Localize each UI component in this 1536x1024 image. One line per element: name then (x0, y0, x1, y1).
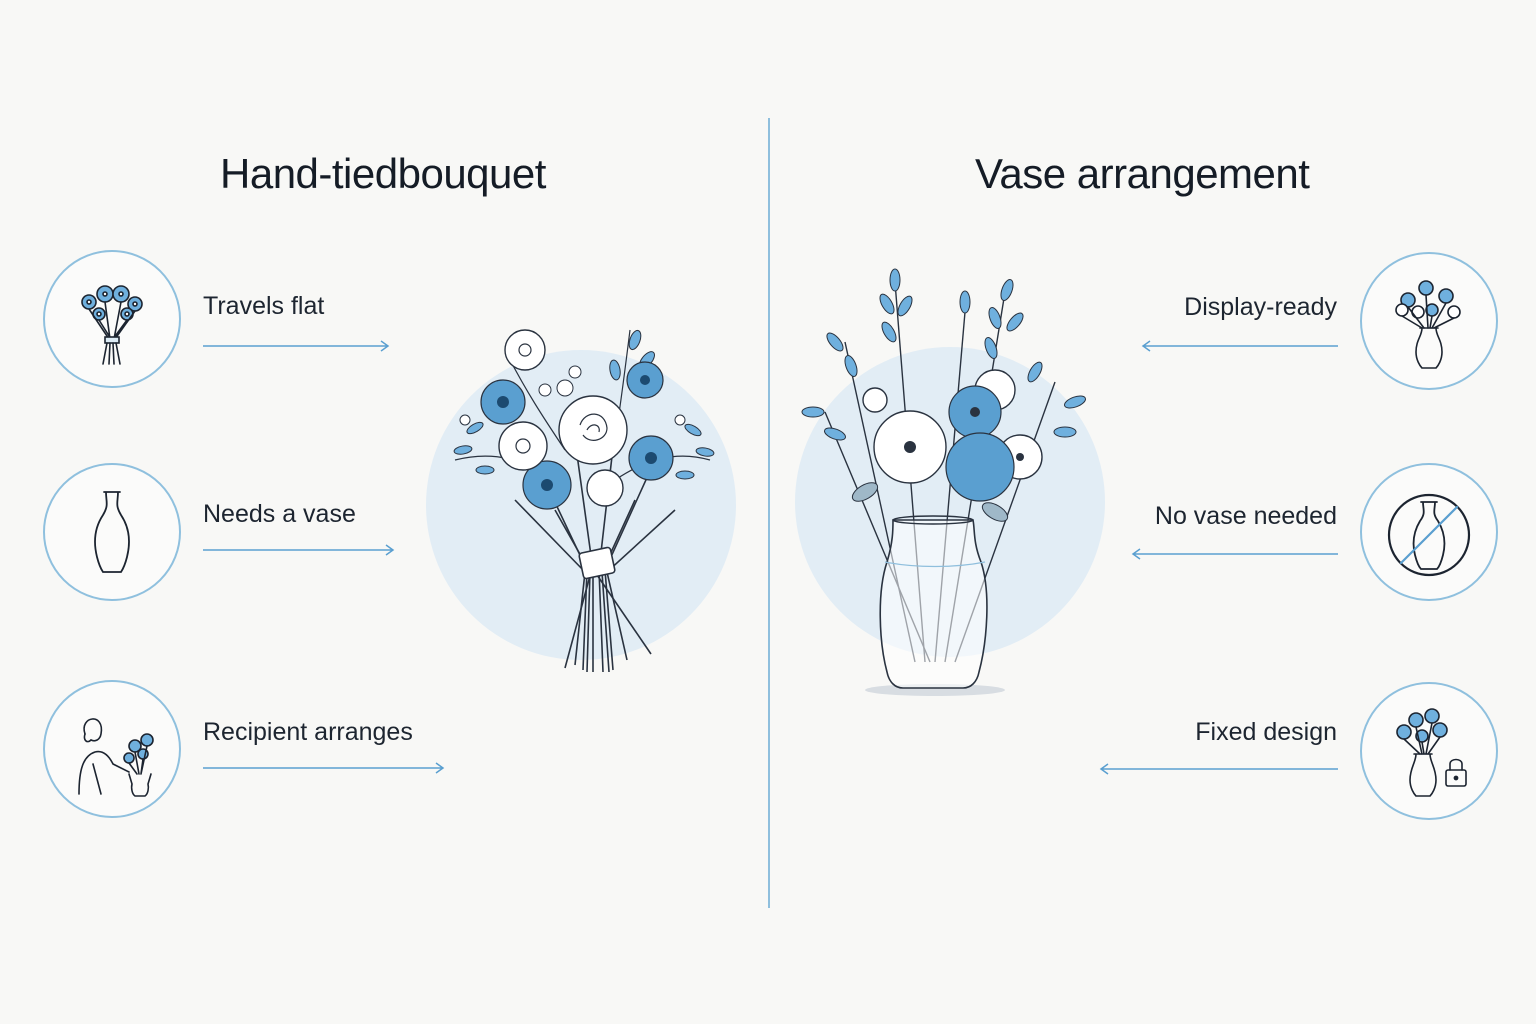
feature-label: Fixed design (1195, 718, 1337, 746)
feature-label: Travels flat (203, 292, 325, 320)
right-arrow-icon (203, 762, 445, 774)
person-arranging-flowers-icon (43, 680, 181, 818)
flowers-in-vase-icon (1360, 252, 1498, 390)
left-arrow-icon (1099, 763, 1338, 775)
feature-label: Display-ready (1184, 293, 1337, 321)
vase-arrangement-illustration (795, 268, 1105, 696)
left-arrow-icon (1131, 548, 1338, 560)
empty-vase-icon (43, 463, 181, 601)
feature-label: Recipient arranges (203, 718, 413, 746)
right-arrow-icon (203, 544, 395, 556)
left-title: Hand-tiedbouquet (220, 150, 546, 197)
left-arrow-icon (1141, 340, 1338, 352)
hand-tied-bouquet-illustration (426, 329, 736, 673)
right-title: Vase arrangement (975, 150, 1310, 197)
tied-bouquet-icon (43, 250, 181, 388)
no-vase-icon (1360, 463, 1498, 601)
center-divider (768, 118, 770, 908)
feature-label: No vase needed (1154, 502, 1337, 530)
right-arrow-icon (203, 340, 390, 352)
feature-label: Needs a vase (203, 500, 356, 528)
locked-vase-icon (1360, 682, 1498, 820)
